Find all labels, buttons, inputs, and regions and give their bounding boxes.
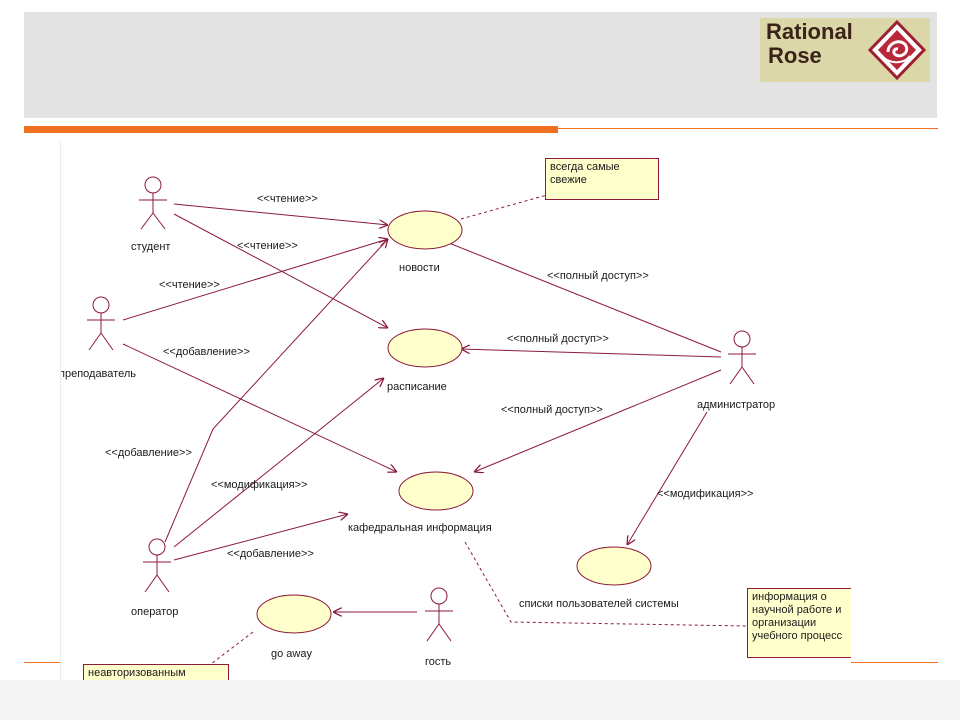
edge-teacher-department [122, 343, 397, 472]
note-fresh-line-2: свежие [550, 174, 587, 186]
note-link-research [464, 541, 748, 627]
note-research-line-4: учебного процесс [752, 630, 843, 642]
stereotype-full-1: <<полный доступ>> [547, 270, 649, 282]
edge-student-news [173, 203, 388, 225]
usecase-news [387, 210, 463, 250]
note-link-unauthorized [210, 631, 254, 665]
note-fresh: всегда самые свежие [545, 158, 659, 200]
accent-line [558, 128, 938, 129]
note-unauthorized: неавторизованным [83, 664, 229, 680]
stereotype-read-3: <<чтение>> [159, 279, 220, 291]
diagram-canvas [87, 157, 756, 665]
actor-teacher-label: преподаватель [60, 368, 136, 380]
actor-guest-figure [425, 587, 453, 642]
usecase-department-info [398, 471, 474, 511]
note-research-line-3: организации [752, 617, 817, 629]
usecase-news-label: новости [399, 262, 440, 274]
stereotype-read-2: <<чтение>> [237, 240, 298, 252]
stereotype-add-3: <<добавление>> [227, 548, 314, 560]
usecase-go-away-label: go away [271, 648, 312, 660]
note-unauthorized-line-1: неавторизованным [88, 667, 186, 679]
use-case-diagram: студент преподаватель администратор опер… [60, 142, 851, 680]
actor-student-figure [139, 176, 167, 230]
edge-admin-schedule [461, 349, 722, 358]
stereotype-full-3: <<полный доступ>> [501, 404, 603, 416]
actor-admin-label: администратор [697, 399, 776, 411]
stereotype-full-2: <<полный доступ>> [507, 333, 609, 345]
rational-rose-logo: Rational Rose [760, 18, 930, 82]
actor-operator-label: оператор [131, 606, 179, 618]
usecase-department-info-label: кафедральная информация [348, 522, 492, 534]
stereotype-modify-1: <<модификация>> [211, 479, 308, 491]
actor-admin-figure [728, 330, 756, 385]
actor-guest-label: гость [425, 656, 452, 668]
actor-teacher-figure [87, 296, 115, 351]
stereotype-read-1: <<чтение>> [257, 193, 318, 205]
note-fresh-line-1: всегда самые [550, 161, 620, 173]
edge-admin-userlists [627, 411, 708, 545]
actor-operator-figure [143, 538, 171, 593]
note-research-line-2: научной работе и [752, 604, 842, 616]
edge-admin-department [474, 369, 722, 472]
accent-bar [24, 126, 558, 133]
usecase-schedule-label: расписание [387, 381, 447, 393]
stereotype-modify-2: <<модификация>> [657, 488, 754, 500]
page-footer-band [0, 680, 960, 720]
logo-text-line2: Rose [768, 43, 822, 68]
note-link-fresh [460, 194, 548, 220]
edge-operator-department [173, 514, 348, 561]
rose-diamond-icon [868, 20, 926, 80]
stereotype-add-1: <<добавление>> [163, 346, 250, 358]
usecase-go-away [256, 594, 332, 634]
note-research-line-1: информация о [752, 591, 827, 603]
edge-teacher-news [122, 239, 388, 321]
logo-text-line1: Rational [766, 19, 853, 44]
usecase-schedule [387, 328, 463, 368]
usecase-user-lists-label: списки пользователей системы [519, 598, 679, 610]
edge-student-schedule [173, 213, 388, 328]
stereotype-add-2: <<добавление>> [105, 447, 192, 459]
edge-admin-news [439, 239, 722, 353]
usecase-user-lists [576, 546, 652, 586]
note-research: информация о научной работе и организаци… [747, 588, 851, 658]
edge-operator-news [164, 239, 388, 543]
edge-operator-schedule [173, 378, 384, 548]
actor-student-label: студент [131, 241, 171, 253]
